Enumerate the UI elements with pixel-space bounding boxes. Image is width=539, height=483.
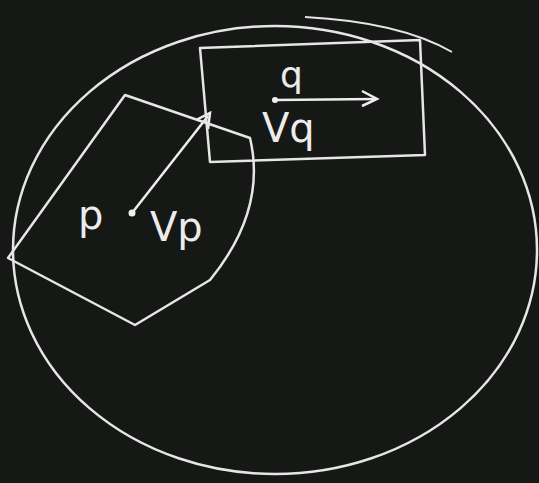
vector-label: Vp <box>150 207 203 247</box>
tangent-vector <box>275 99 376 100</box>
tangent-vector <box>132 116 208 213</box>
vector-label: Vq <box>262 108 315 148</box>
plane-outline <box>5 90 270 330</box>
point-label: q <box>280 57 303 93</box>
chalk-stroke <box>305 17 452 52</box>
arrow-head <box>362 91 377 106</box>
manifold-outline <box>13 26 537 474</box>
plane-shape <box>200 40 425 162</box>
tangent-plane: p Vp <box>5 90 270 330</box>
tangent-plane: qVq <box>195 35 430 165</box>
plane-shape <box>8 95 254 325</box>
point-label: p <box>78 195 103 235</box>
